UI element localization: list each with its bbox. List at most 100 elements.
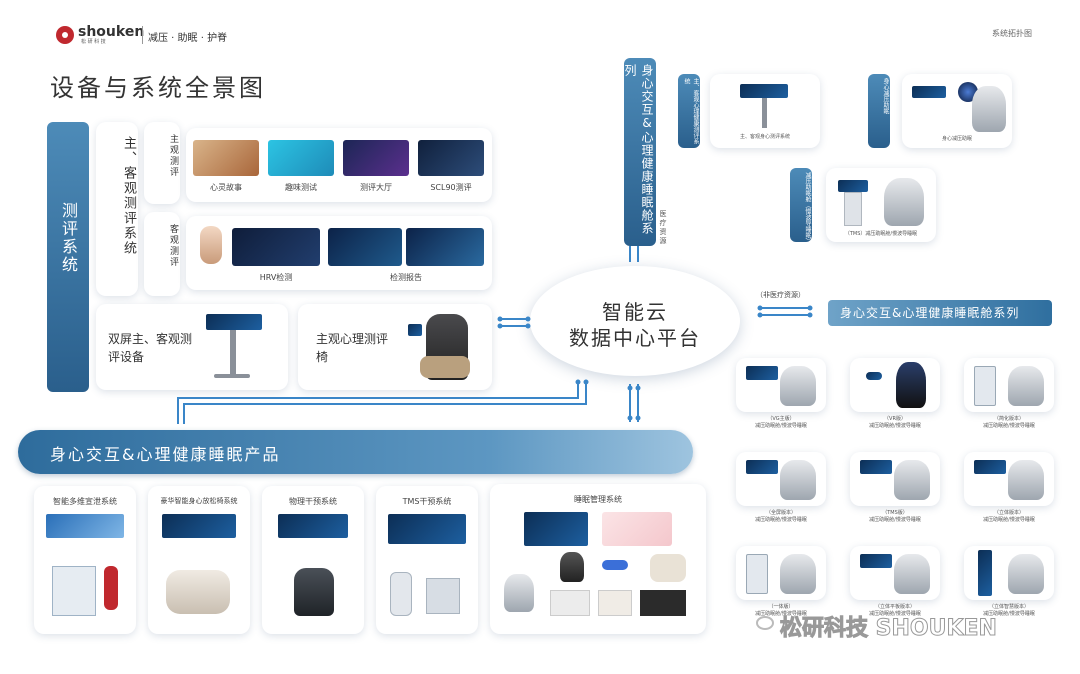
scl90-thumb[interactable] (418, 140, 484, 176)
report-thumb-a[interactable] (328, 228, 402, 266)
med-group-card-2[interactable]: （TMS）减压助眠舱/慢波导睡眠 (826, 168, 936, 242)
nonmed-card-5[interactable] (964, 452, 1054, 506)
hrv-thumb[interactable] (232, 228, 320, 266)
nonmed-card-1[interactable] (850, 358, 940, 412)
p4-mask-icon (602, 560, 628, 570)
product-card-1[interactable]: 豪华智能身心放松椅系统 (148, 486, 250, 634)
subjective-item-0: 心灵故事 (210, 183, 242, 192)
med-group-label-2: 减压助眠舱（慢波导睡眠） (790, 168, 812, 244)
med2-monitor-icon (838, 180, 868, 192)
brand-tagline: 减压 · 助眠 · 护脊 (148, 33, 228, 44)
link-dot-4 (525, 323, 531, 329)
device-label-0: 双屏主、客观测评设备 (108, 332, 193, 364)
logo-text: shouken (78, 24, 145, 40)
chair-seat-icon (420, 356, 470, 378)
product-label-1: 豪华智能身心放松椅系统 (160, 497, 238, 505)
story-thumb[interactable] (193, 140, 259, 176)
nonmed-caption1-2: （简化版本） (993, 416, 1024, 422)
p3-cart-icon (426, 578, 460, 614)
med-stand-icon (762, 98, 767, 128)
nonmed-caption2-2: 减压助眠舱/慢波导睡眠 (983, 423, 1035, 429)
nonmed-chair-icon (896, 362, 926, 408)
nonmed-device-icon (746, 554, 768, 594)
med1-chair-icon (972, 86, 1006, 132)
product-card-3[interactable]: TMS干预系统 (376, 486, 478, 634)
nonmed-device-icon (978, 550, 992, 596)
med-group-card-0[interactable]: 主、客观身心测评系统 (710, 74, 820, 148)
med-group-caption-0: 主、客观身心测评系统 (739, 134, 790, 140)
brand-logo: shouken 松 研 科 技 减压 · 助眠 · 护脊 (56, 24, 228, 46)
nonmed-caption2-6: 减压助眠舱/慢波导睡眠 (755, 611, 807, 617)
p4-room-icon (640, 590, 686, 616)
top-right-label: 系统拓扑图 (992, 29, 1032, 38)
p4-screen-a-icon (524, 512, 588, 546)
product-card-0[interactable]: 智能多维宣泄系统 (34, 486, 136, 634)
nonmed-caption2-1: 减压助眠舱/慢波导睡眠 (869, 423, 921, 429)
stand-icon (230, 330, 236, 374)
p2-screen-icon (278, 514, 348, 538)
nonmed-card-8[interactable] (964, 546, 1054, 600)
link-cloud-products-b (183, 382, 587, 424)
med2-chair-icon (884, 178, 924, 226)
objective-label: 客观测评 (144, 212, 180, 296)
nonmed-chair-icon (1008, 366, 1044, 406)
p3-screen-icon (388, 514, 466, 544)
p4-bed-icon (550, 590, 590, 616)
nonmed-device-icon (860, 554, 892, 568)
med-group-card-1[interactable]: 身心减压助眠 (902, 74, 1012, 148)
p1-screen-icon (162, 514, 236, 538)
tablet-icon (408, 324, 422, 336)
nonmed-device-icon (860, 460, 892, 474)
nonmed-caption1-4: （TMS版） (882, 510, 908, 516)
product-label-4: 睡眠管理系统 (574, 495, 622, 504)
dual-screen-device-card[interactable]: 双屏主、客观测评设备 (96, 304, 288, 390)
report-thumb-b[interactable] (406, 228, 484, 266)
link-dot-6 (807, 305, 813, 311)
product-card-4[interactable]: 睡眠管理系统 (490, 484, 706, 634)
nonmedical-series-title: 身心交互&心理健康睡眠舱系列 (828, 300, 1052, 326)
link-dot-10 (583, 379, 589, 385)
p4-chair2-icon (560, 552, 584, 582)
nonmed-card-7[interactable] (850, 546, 940, 600)
non-medical-label: （非医疗资源） (756, 291, 805, 299)
nonmed-card-6[interactable] (736, 546, 826, 600)
nonmed-card-3[interactable] (736, 452, 826, 506)
stand-base-icon (214, 374, 250, 378)
nonmed-card-2[interactable] (964, 358, 1054, 412)
subjective-item-3: SCL90测评 (430, 183, 472, 192)
product-card-2[interactable]: 物理干预系统 (262, 486, 364, 634)
products-title: 身心交互&心理健康睡眠产品 (50, 445, 281, 464)
med-group-caption-1: 身心减压助眠 (941, 136, 972, 142)
med-group-label-1: 身心减压助眠 (868, 74, 890, 148)
hall-thumb[interactable] (343, 140, 409, 176)
nonmed-chair-icon (780, 460, 816, 500)
nonmed-device-icon (974, 366, 996, 406)
nonmed-card-0[interactable] (736, 358, 826, 412)
nonmed-caption1-7: （立体平板版本） (874, 604, 915, 610)
link-dot-11 (627, 385, 633, 391)
p0-kiosk-icon (52, 566, 96, 616)
med-group-label-0: 主、客观心理健康测评系统 (678, 74, 700, 148)
subjective-items-card: 心灵故事 趣味测试 测评大厅 SCL90测评 (186, 128, 492, 202)
product-label-2: 物理干预系统 (289, 497, 337, 506)
subjective-item-2: 测评大厅 (360, 183, 392, 192)
med-monitor-icon (740, 84, 788, 98)
p0-screen-icon (46, 514, 124, 538)
nonmed-caption2-0: 减压助眠舱/慢波导睡眠 (755, 423, 807, 429)
subjective-chair-card[interactable]: 主观心理测评椅 (298, 304, 492, 390)
nonmed-device-icon (746, 460, 778, 474)
link-dot-7 (757, 312, 763, 318)
cloud-platform (530, 266, 740, 376)
nonmed-card-4[interactable] (850, 452, 940, 506)
nonmed-caption1-3: （全屏版本） (765, 510, 796, 516)
p1-sofa-icon (166, 570, 230, 614)
p4-cabinet-icon (598, 590, 632, 616)
fun-test-thumb[interactable] (268, 140, 334, 176)
nonmed-caption1-8: （立体智慧版本） (988, 604, 1029, 610)
objective-item-1: 检测报告 (390, 273, 422, 282)
nonmed-caption1-1: （VR版） (884, 416, 906, 422)
medical-series-title: 身心交互&心理健康睡眠舱系列 (623, 58, 656, 246)
med-group-caption-2: （TMS）减压助眠舱/慢波导睡眠 (844, 231, 918, 237)
nonmed-caption2-4: 减压助眠舱/慢波导睡眠 (869, 517, 921, 523)
link-dot-5 (757, 305, 763, 311)
